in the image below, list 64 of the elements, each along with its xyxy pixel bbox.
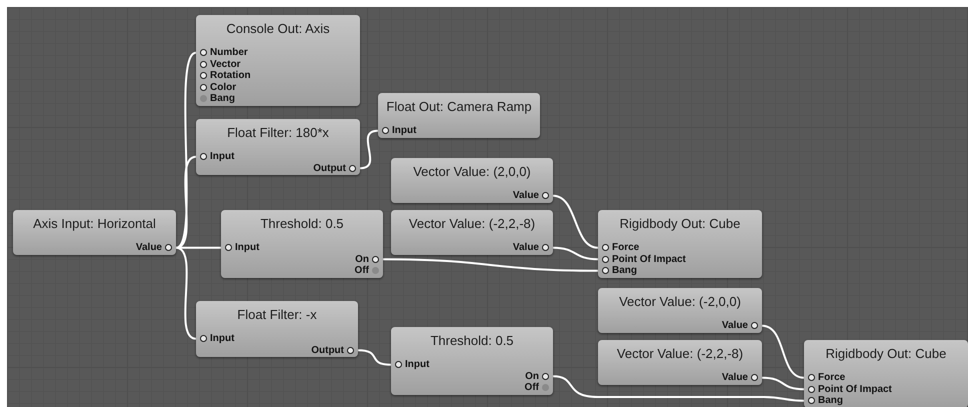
node-title: Float Filter: -x [236,306,318,324]
port-label: Input [235,242,260,254]
port-label: Force [818,372,846,384]
node-box [391,158,553,202]
port-label: Input [210,151,234,162]
port-label: Bang [818,395,843,406]
wire [176,246,221,249]
node-title: Vector Value: (-2,2,-8) [616,345,744,363]
port-label: Value [722,320,748,332]
node-title: Float Filter: 180*x [226,124,330,142]
node-box [13,210,176,254]
node-title: Vector Value: (-2,0,0) [618,293,742,311]
node-title: Threshold: 0.5 [429,332,515,350]
port-label: Input [392,125,416,136]
node-box [391,327,553,394]
node-box [221,210,383,278]
wire [176,156,196,249]
port-label: Bang [612,265,637,276]
wire [552,246,598,260]
node-box [598,210,762,278]
port-label: Number [210,47,248,58]
wire [175,52,197,249]
wire [383,258,598,272]
node-box [196,119,360,175]
node-title: Threshold: 0.5 [259,215,345,233]
port-label: Off [524,382,539,394]
port-label: On [525,370,539,382]
port-label: On [355,254,369,265]
node-title: Float Out: Camera Ramp [385,98,533,116]
wire [552,194,598,249]
port-label: Value [136,242,162,254]
port-label: Value [722,372,748,384]
wire [762,376,804,390]
port-label: Value [512,190,539,202]
wire [552,375,804,402]
node-title: Rigidbody Out: Cube [618,215,742,233]
node-box [196,15,360,106]
port-label: Off [354,265,369,276]
port-label: Vector [210,58,241,70]
port-label: Rotation [210,70,251,82]
node-box [196,301,358,357]
wire [176,246,196,340]
node-title: Vector Value: (2,0,0) [412,163,532,181]
port-label: Output [311,344,344,356]
port-label: Value [512,242,539,254]
node-box [598,288,762,332]
node-title: Vector Value: (-2,2,-8) [408,215,536,233]
node-box [391,210,553,254]
node-title: Axis Input: Horizontal [32,215,157,233]
port-label: Force [612,242,640,254]
wire [762,324,804,379]
node-title: Rigidbody Out: Cube [824,345,948,363]
node-box [378,93,540,138]
port-label: Input [405,359,430,370]
port-label: Output [313,162,346,174]
port-label: Color [210,82,236,93]
port-label: Point Of Impact [818,384,892,395]
port-label: Input [210,333,234,344]
wire [358,349,392,366]
port-label: Bang [210,93,235,104]
node-box [598,340,762,384]
port-label: Point Of Impact [612,254,686,265]
node-box [804,340,968,407]
node-title: Console Out: Axis [225,20,331,38]
